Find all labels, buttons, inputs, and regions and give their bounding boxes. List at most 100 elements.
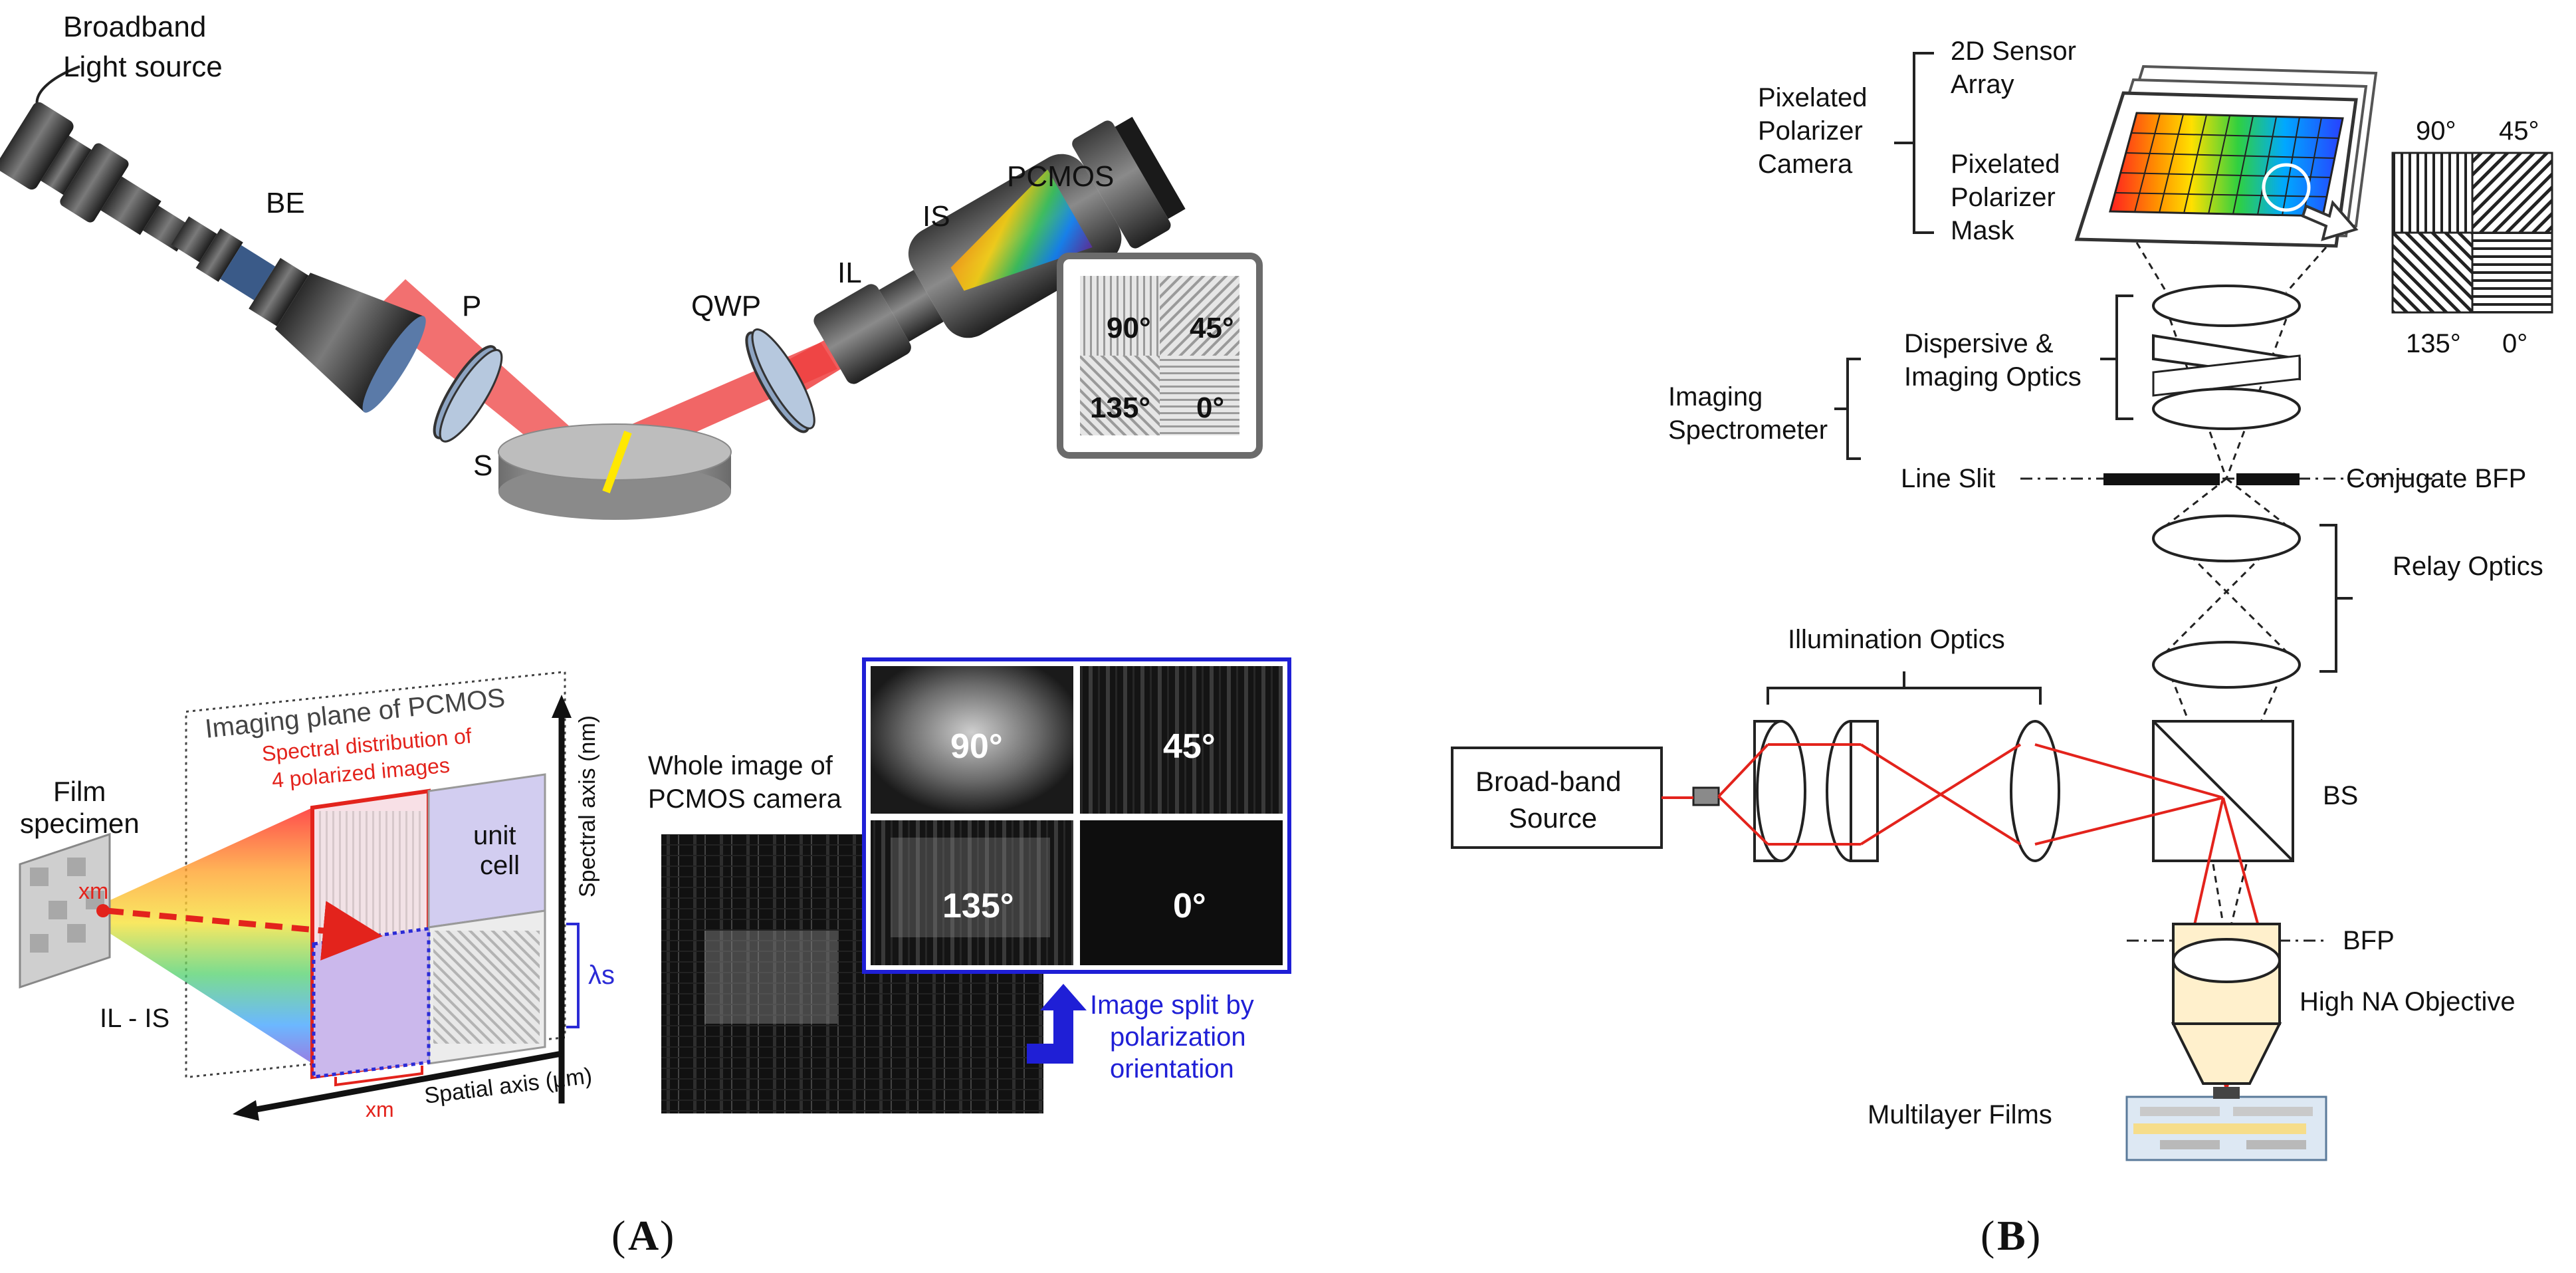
dispersed-light-fan bbox=[80, 808, 312, 1064]
inset-45-label: 45° bbox=[1190, 312, 1234, 344]
split-45-quadrant bbox=[1080, 666, 1283, 814]
sample-film-line bbox=[602, 430, 632, 494]
s-label: S bbox=[473, 449, 492, 482]
polarizer-angle-grid bbox=[2391, 152, 2553, 314]
split-label-3: orientation bbox=[1110, 1054, 1234, 1084]
imaging-spectrometer-label-1: Imaging bbox=[1668, 382, 1763, 411]
mask-label-2: Polarizer bbox=[1951, 183, 2056, 212]
mask-grid bbox=[2115, 113, 2340, 216]
camera-label-1: Pixelated bbox=[1758, 83, 1868, 112]
panel-b-caption-close: ) bbox=[2026, 1212, 2040, 1259]
objective-tip bbox=[2171, 1022, 2282, 1085]
camera-bracket bbox=[1894, 52, 1934, 234]
il-is-label: IL - IS bbox=[100, 1004, 169, 1033]
camera-bright-band bbox=[704, 931, 837, 1024]
spatial-axis-line bbox=[252, 1050, 562, 1113]
whole-image-label-1: Whole image of bbox=[648, 751, 833, 780]
qwp-label: QWP bbox=[691, 290, 761, 322]
camera-label-2: Polarizer bbox=[1758, 116, 1863, 146]
film-specimen-label-1: Film bbox=[53, 776, 106, 807]
light-source-label-2: Light source bbox=[63, 51, 223, 83]
panel-a-caption-open: ( bbox=[611, 1212, 625, 1259]
spectrometer-lens-bottom bbox=[2152, 388, 2301, 430]
spatial-axis-label: Spatial axis (μm) bbox=[423, 1063, 593, 1109]
panel-a-imaging-plane: Imaging plane of PCMOS Film specimen xm … bbox=[19, 671, 615, 1121]
line-slit-label: Line Slit bbox=[1901, 464, 1995, 493]
inset-90-label: 90° bbox=[1107, 312, 1151, 344]
p-label: P bbox=[462, 290, 481, 322]
split-0-quadrant bbox=[1080, 820, 1283, 965]
beam-splitter-diagonal bbox=[2152, 720, 2294, 862]
bs-label: BS bbox=[2323, 781, 2358, 810]
quarter-wave-plate bbox=[745, 328, 815, 433]
angle-135-label: 135° bbox=[2406, 329, 2461, 358]
mask-zoom-arrow bbox=[2301, 199, 2359, 241]
multilayer-films-label: Multilayer Films bbox=[1868, 1100, 2052, 1129]
spectrometer-bracket bbox=[1834, 358, 1861, 460]
sensor-array-label-2: Array bbox=[1951, 70, 2014, 99]
illumination-lens-3 bbox=[2010, 720, 2060, 862]
panel-a-camera-image: Whole image of PCMOS camera 90° 45° 135°… bbox=[648, 657, 1291, 1113]
unit-cell-label-1: unit bbox=[473, 821, 516, 850]
panel-a-caption-close: ) bbox=[660, 1212, 674, 1259]
spectral-axis-arrowhead bbox=[552, 695, 572, 718]
relay-optics-label: Relay Optics bbox=[2393, 552, 2543, 581]
broadband-light-source bbox=[0, 102, 193, 252]
dispersive-prism-2 bbox=[2152, 354, 2301, 397]
relay-lens-bottom bbox=[2152, 641, 2301, 689]
inset-135-label: 135° bbox=[1090, 392, 1150, 424]
xm-arrow bbox=[106, 901, 383, 961]
xm-label-bottom: xm bbox=[366, 1098, 394, 1121]
dispersive-label-1: Dispersive & bbox=[1904, 329, 2054, 358]
source-label-2: Source bbox=[1509, 802, 1597, 834]
angle-45-label: 45° bbox=[2499, 116, 2539, 146]
split-135-label: 135° bbox=[942, 887, 1014, 925]
split-arrow bbox=[1027, 984, 1087, 1064]
split-label-2: polarization bbox=[1110, 1022, 1246, 1052]
il-label: IL bbox=[837, 257, 862, 289]
relay-lens-top bbox=[2152, 515, 2301, 562]
split-0-label: 0° bbox=[1173, 887, 1206, 925]
lambda-band bbox=[312, 927, 431, 1079]
split-90-label: 90° bbox=[950, 727, 1003, 766]
split-135-glow bbox=[891, 838, 1050, 937]
line-slit-right bbox=[2236, 473, 2300, 485]
mask-label-1: Pixelated bbox=[1951, 150, 2060, 179]
lambda-bracket bbox=[566, 923, 580, 1028]
source-fiber-tip bbox=[1692, 786, 1720, 806]
unit-cell-gray-pattern bbox=[433, 931, 540, 1044]
multilayer-films bbox=[2125, 1087, 2327, 1161]
line-slit-left bbox=[2103, 473, 2220, 485]
split-45-label: 45° bbox=[1163, 727, 1216, 766]
be-label: BE bbox=[266, 187, 305, 219]
dispersive-bracket bbox=[2100, 294, 2133, 420]
split-135-quadrant bbox=[871, 820, 1073, 965]
xm-bracket bbox=[334, 1066, 423, 1087]
pcmos-inset: 90° 45° 135° 0° bbox=[1057, 253, 1263, 459]
mask-highlight-circle bbox=[2262, 163, 2311, 212]
objective-label: High NA Objective bbox=[2300, 987, 2516, 1016]
panel-a-setup: 90° 45° 135° 0° Broadband Light source B… bbox=[0, 11, 1263, 520]
spectrometer-lens-top bbox=[2152, 285, 2301, 327]
panel-b-caption-letter: B bbox=[1997, 1212, 2026, 1259]
sample-stage bbox=[498, 423, 732, 520]
mask-label-3: Mask bbox=[1951, 216, 2015, 245]
lambda-s-label: λs bbox=[588, 961, 615, 990]
conjugate-bfp-label: Conjugate BFP bbox=[2346, 464, 2526, 493]
sensor-array-label-1: 2D Sensor bbox=[1951, 37, 2076, 66]
bfp-label: BFP bbox=[2343, 926, 2395, 955]
illumination-bracket bbox=[1767, 671, 2042, 705]
polarizer-p bbox=[433, 345, 503, 443]
camera-label-3: Camera bbox=[1758, 150, 1853, 179]
pcmos-label: PCMOS bbox=[1007, 160, 1114, 193]
spatial-axis-arrowhead bbox=[233, 1100, 259, 1121]
panel-a-caption-letter: A bbox=[628, 1212, 659, 1259]
imaging-spectrometer-label-2: Spectrometer bbox=[1668, 415, 1828, 445]
panel-b-schematic: 90° 45° 135° 0° bbox=[1451, 37, 2553, 1161]
unit-cell-label-2: cell bbox=[480, 851, 520, 880]
objective-lens bbox=[2172, 938, 2281, 983]
split-label-1: Image split by bbox=[1090, 990, 1254, 1020]
split-90-quadrant bbox=[871, 666, 1073, 814]
relay-bracket bbox=[2319, 524, 2353, 673]
